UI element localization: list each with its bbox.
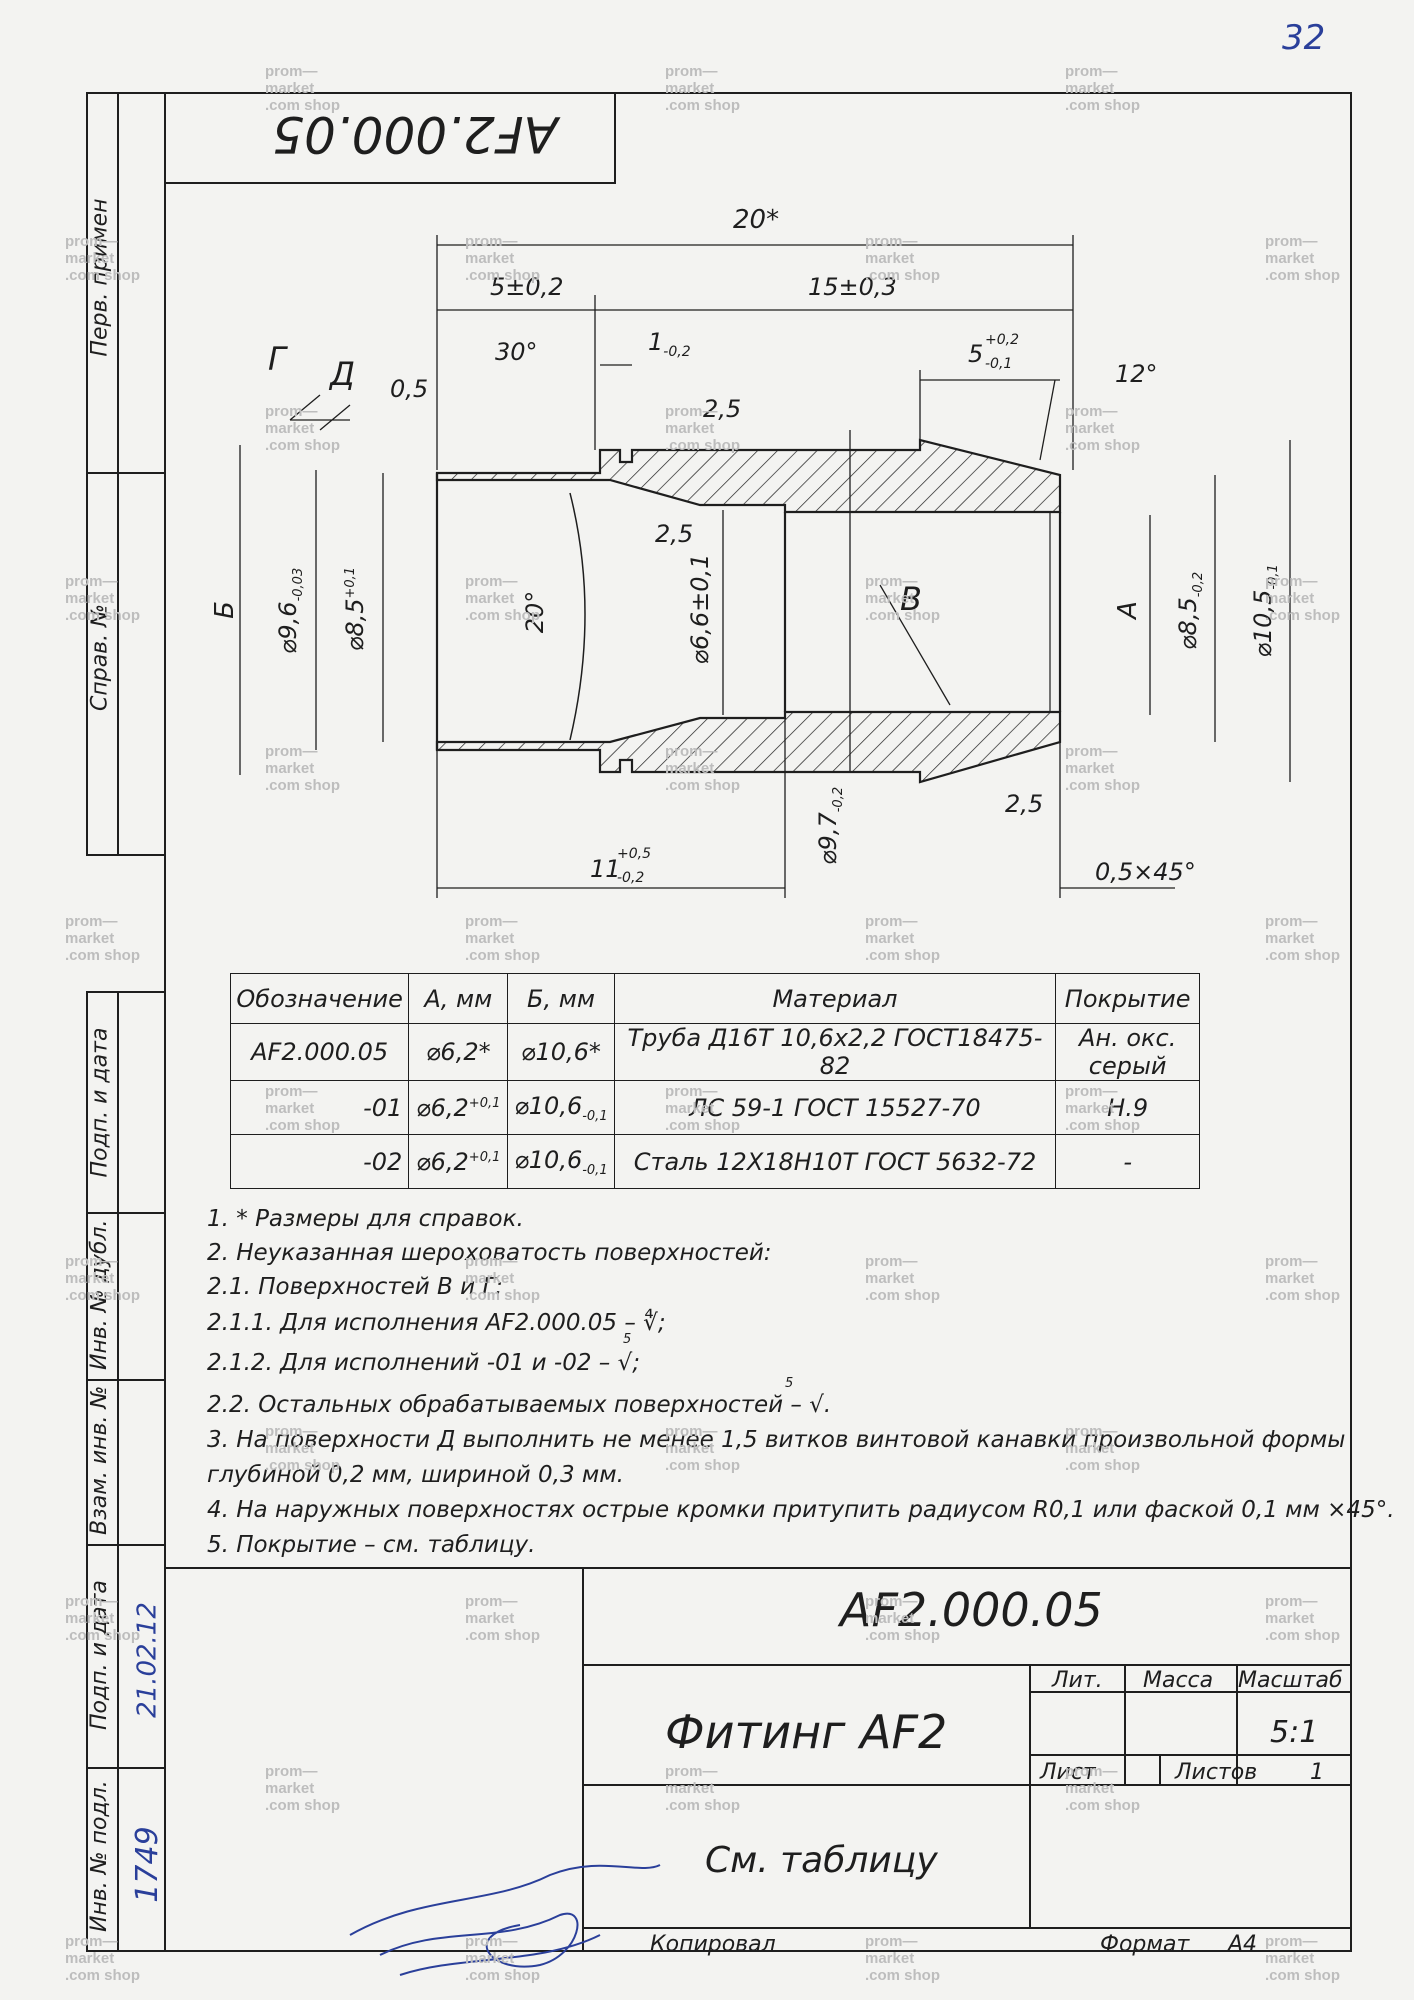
note-3: 3. На поверхности Д выполнить не менее 1… [207,1427,1346,1453]
side-label-perv-primen: Перв. примен [87,198,113,357]
roughness-value-1: 5 [623,1332,632,1347]
dim-r2-5-b: 2,5 [655,520,694,548]
roughness-value-2: 5 [785,1376,794,1391]
label-d: Д [330,355,355,393]
dim-11-tol-up: +0,5 [617,846,651,862]
table-header: Обозначение [229,973,410,1024]
dim-angle-30: 30° [495,338,538,366]
table-header: Материал [613,973,1057,1024]
note-1: 1. * Размеры для справок. [207,1206,524,1232]
note-2-1: 2.1. Поверхностей В и Г: [207,1274,503,1300]
note-3-cont: глубиной 0,2 мм, шириной 0,3 мм. [207,1462,624,1488]
scale-value: 5:1 [1270,1715,1319,1750]
table-cell: Труба Д16Т 10,6х2,2 ГОСТ18475-82 [613,1023,1057,1081]
dim-dia-8-5: ⌀8,5+0,1 [341,566,369,652]
note-2: 2. Неуказанная шероховатость поверхносте… [207,1240,772,1266]
table-cell: Н.9 [1055,1080,1200,1135]
table-row: -01 ⌀6,2+0,1 ⌀10,6-0,1 ЛС 59-1 ГОСТ 1552… [229,1080,1200,1135]
listov-value: 1 [1310,1760,1324,1785]
side-label-inv-podl: Инв. № подл. [87,1780,112,1932]
note-2-1-1: 2.1.1. Для исполнения AF2.000.05 – ∜; [207,1310,666,1336]
format-label: Формат [1100,1932,1190,1957]
listov-label: Листов [1175,1760,1258,1785]
table-cell: ЛС 59-1 ГОСТ 15527-70 [613,1080,1057,1135]
side-label-podp-data-bottom: Подп. и дата [87,1580,112,1730]
table-cell: ⌀10,6* [507,1023,615,1081]
dim-dia-6-6: ⌀6,6±0,1 [686,553,714,665]
table-cell: ⌀6,2+0,1 [408,1080,509,1135]
dim-dia-10-5: ⌀10,5-0,1 [1249,564,1281,658]
dim-5-right: 5 [968,340,984,368]
side-label-sprav-no: Справ. № [87,603,113,712]
handwritten-inv: 1749 [130,1826,165,1903]
dim-r2-5-c: 2,5 [1005,790,1044,818]
dim-dia-9-7: ⌀9,7-0,2 [814,786,846,865]
dim-r2-5-a: 2,5 [703,395,742,423]
label-a: А [1113,601,1143,619]
side-label-inv-dubl: Инв. № дубл. [87,1219,112,1370]
table-cell: Ан. окс. серый [1055,1023,1200,1081]
table-row: -02 ⌀6,2+0,1 ⌀10,6-0,1 Сталь 12Х18Н10Т Г… [229,1134,1200,1189]
note-4: 4. На наружных поверхностях острые кромк… [207,1497,1395,1523]
handwritten-date: 21.02.12 [132,1602,163,1718]
side-label-vzam-inv: Взам. инв. № [87,1385,112,1535]
dim-chamfer: 0,5×45° [1095,858,1196,886]
signature [349,1864,661,1976]
label-v: В [900,580,922,618]
table-cell: -02 [229,1134,410,1189]
dim-5-tol-up: +0,2 [985,332,1019,348]
table-cell: -01 [229,1080,410,1135]
list-label: Лист [1040,1760,1096,1785]
variants-table: Обозначение А, мм Б, мм Материал Покрыти… [229,973,1200,1189]
dimension-lines [239,235,1291,898]
side-label-podp-data-top: Подп. и дата [87,1027,113,1178]
dim-11-tol-low: -0,2 [617,870,645,886]
table-cell: ⌀10,6-0,1 [507,1080,615,1135]
title-name: Фитинг AF2 [665,1705,948,1759]
note-2-1-2: 2.1.2. Для исполнений -01 и -02 – √; [207,1350,641,1376]
table-header: Б, мм [507,973,615,1024]
table-row: AF2.000.05 ⌀6,2* ⌀10,6* Труба Д16Т 10,6х… [229,1023,1200,1081]
dim-dia-9-6: ⌀9,6-0,03 [274,567,306,655]
table-cell: AF2.000.05 [229,1023,410,1081]
dim-5-tol-low: -0,1 [985,356,1013,372]
dim-0-5: 0,5 [390,375,429,403]
massa-label: Масса [1143,1668,1214,1693]
table-cell: ⌀6,2+0,1 [408,1134,509,1189]
dim-15: 15±0,3 [808,273,897,301]
masshtab-label: Масштаб [1238,1668,1343,1693]
title-designation: AF2.000.05 [840,1583,1103,1637]
table-cell: Сталь 12Х18Н10Т ГОСТ 5632-72 [613,1134,1057,1189]
dim-11: 11 [590,855,621,883]
title-material: См. таблицу [705,1840,938,1881]
designation-stamp: AF2.000.05 [272,105,558,163]
kopiroval-label: Копировал [650,1932,776,1957]
lit-label: Лит. [1052,1668,1103,1693]
dim-5: 5±0,2 [490,273,564,301]
sheet-number: 32 [1282,18,1326,58]
dim-overall-length: 20* [733,205,780,235]
part-section [435,438,1062,784]
label-g: Г [268,340,286,378]
table-header-row: Обозначение А, мм Б, мм Материал Покрыти… [229,973,1200,1024]
table-header: А, мм [408,973,509,1024]
note-5: 5. Покрытие – см. таблицу. [207,1532,536,1558]
format-value: A4 [1228,1932,1258,1957]
dim-1: 1-0,2 [648,328,691,360]
dim-angle-20: 20° [521,590,549,634]
label-b: Б [210,601,240,619]
dim-angle-12: 12° [1115,360,1158,388]
table-cell: ⌀10,6-0,1 [507,1134,615,1189]
note-2-2: 2.2. Остальных обрабатываемых поверхност… [207,1392,832,1418]
table-cell: - [1055,1134,1200,1189]
table-cell: ⌀6,2* [408,1023,509,1081]
dim-dia-8-5-right: ⌀8,5-0,2 [1174,571,1206,650]
table-header: Покрытие [1055,973,1200,1024]
